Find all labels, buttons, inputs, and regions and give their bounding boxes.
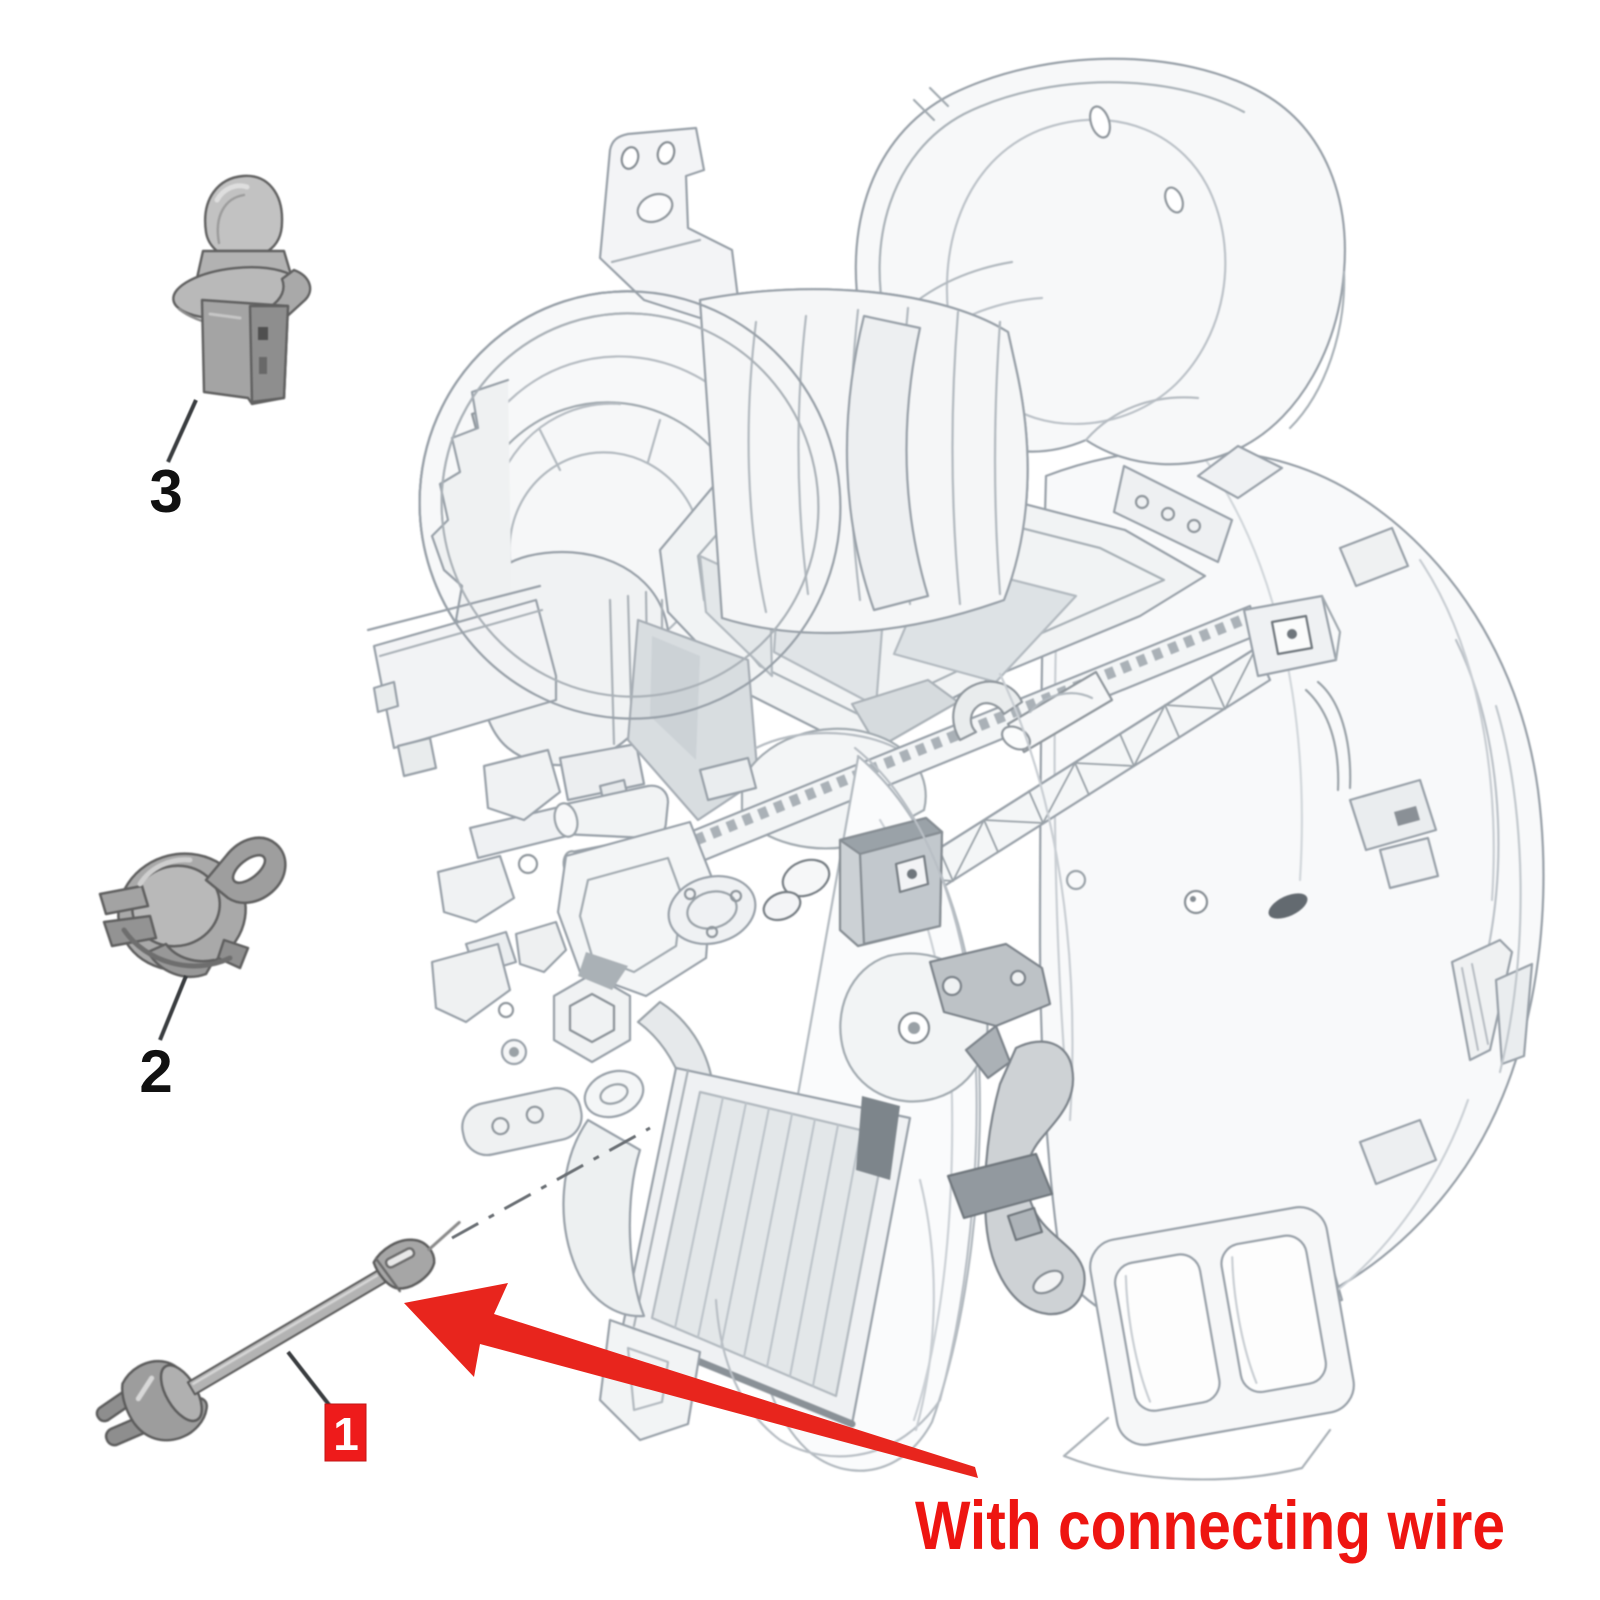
svg-text:1: 1	[333, 1408, 359, 1460]
svg-text:3: 3	[149, 458, 182, 525]
svg-text:With connecting wire: With connecting wire	[915, 1487, 1505, 1564]
svg-text:2: 2	[139, 1038, 172, 1105]
